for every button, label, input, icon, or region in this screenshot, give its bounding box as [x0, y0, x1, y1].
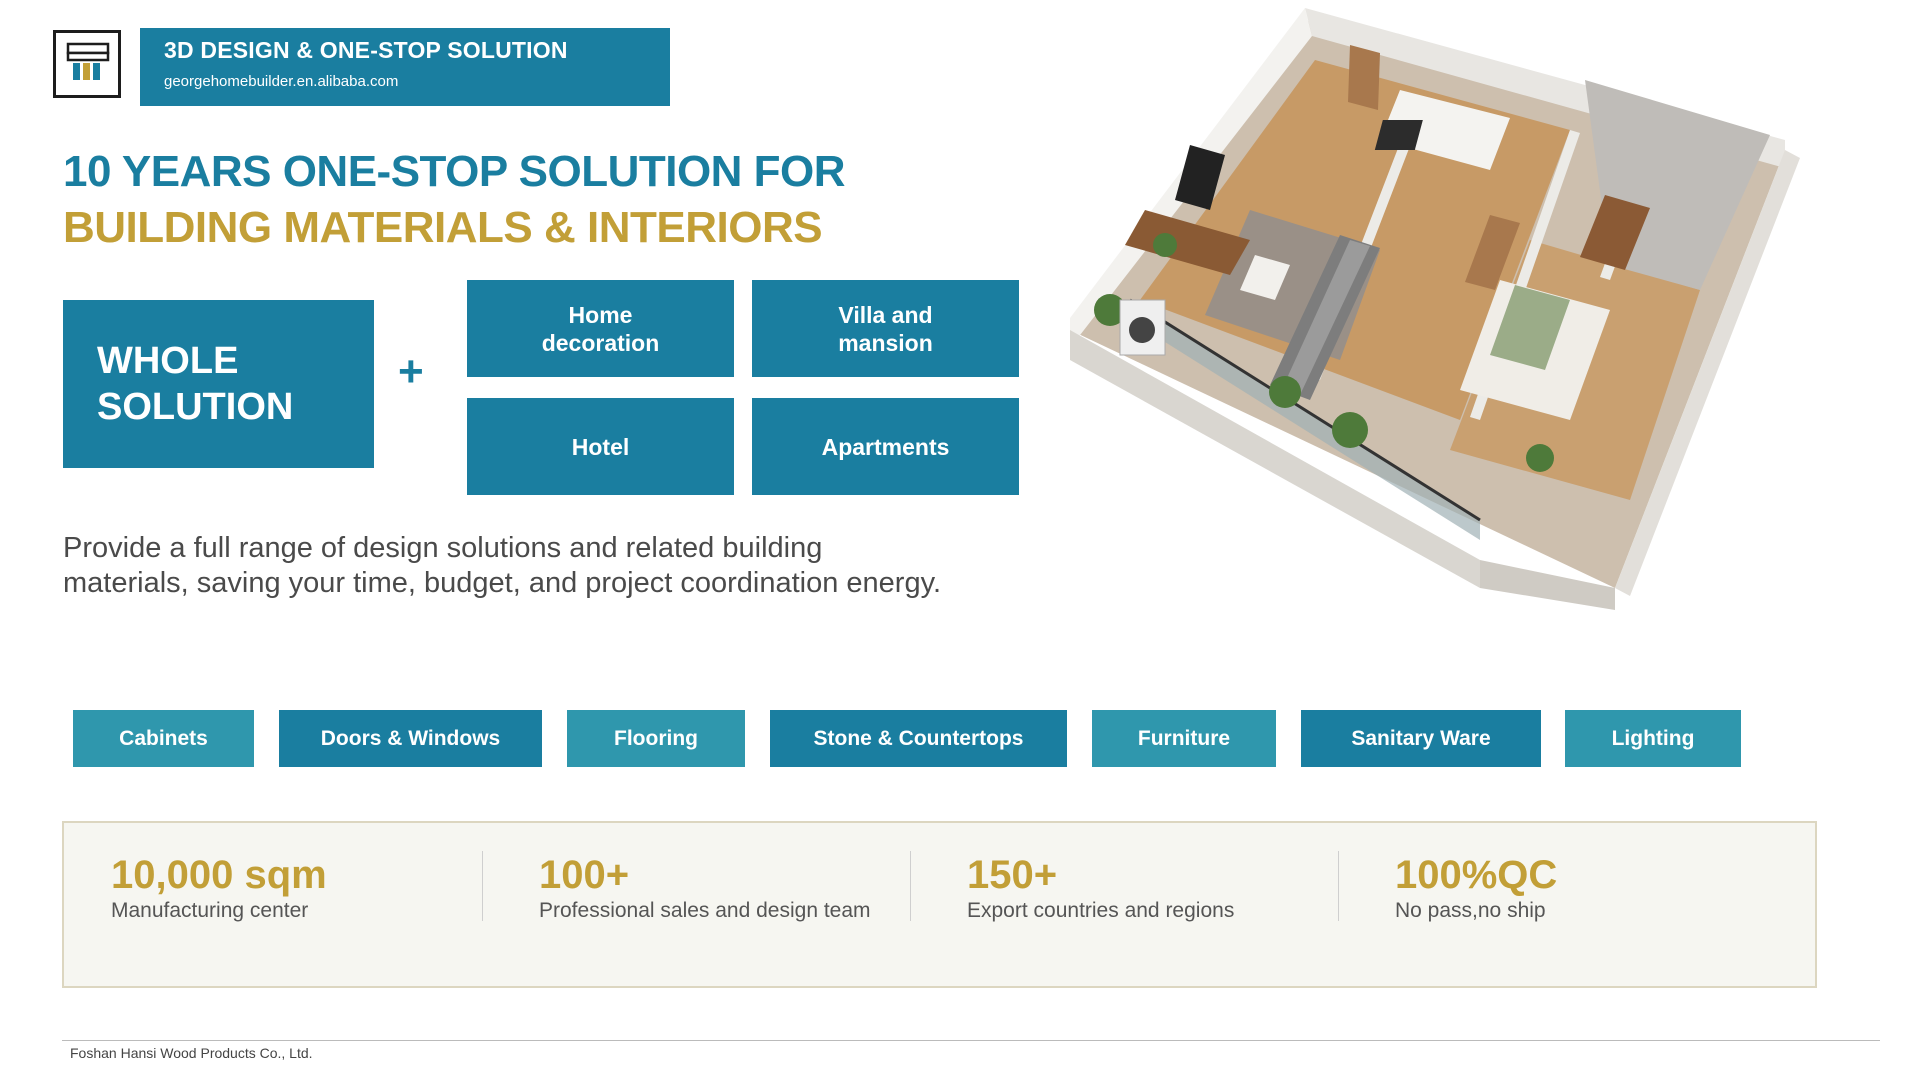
plus-icon: +: [398, 347, 424, 396]
product-tag-lighting[interactable]: Lighting: [1565, 710, 1741, 767]
headline-line-2: BUILDING MATERIALS & INTERIORS: [63, 203, 823, 252]
banner-title: 3D DESIGN & ONE-STOP SOLUTION: [164, 37, 568, 63]
apartment-3d-illustration: [1070, 8, 1800, 610]
product-tag-doors-windows[interactable]: Doors & Windows: [279, 710, 542, 767]
stat-label: Manufacturing center: [111, 899, 309, 922]
category-hotel[interactable]: Hotel: [467, 398, 734, 495]
category-label: Hotel: [571, 433, 630, 460]
header-banner: 3D DESIGN & ONE-STOP SOLUTION georgehome…: [140, 28, 670, 106]
stat-value: 100+: [539, 853, 630, 897]
product-tag-cabinets[interactable]: Cabinets: [73, 710, 254, 767]
stat-label: No pass,no ship: [1395, 899, 1546, 922]
product-tag-stone-countertops[interactable]: Stone & Countertops: [770, 710, 1067, 767]
stat-divider: [482, 851, 483, 921]
whole-solution-line-2: SOLUTION: [97, 386, 294, 428]
stat-divider: [1338, 851, 1339, 921]
building-logo-icon: [66, 42, 110, 80]
stat-value: 10,000 sqm: [111, 853, 327, 897]
category-label-line-1: Home: [568, 301, 633, 328]
stat-manufacturing: 10,000 sqm Manufacturing center: [111, 853, 327, 923]
stat-value: 100%QC: [1395, 853, 1558, 897]
whole-solution-box: WHOLE SOLUTION: [63, 300, 374, 468]
product-tag-label: Sanitary Ware: [1351, 726, 1491, 750]
whole-solution-line-1: WHOLE: [97, 340, 239, 382]
category-apartments[interactable]: Apartments: [752, 398, 1019, 495]
description-line-1: Provide a full range of design solutions…: [63, 532, 823, 564]
category-label-line-1: Villa and: [838, 301, 933, 328]
company-logo: [53, 30, 121, 98]
product-tag-label: Furniture: [1137, 726, 1231, 750]
product-tag-flooring[interactable]: Flooring: [567, 710, 745, 767]
stat-value: 150+: [967, 853, 1058, 897]
headline-line-1: 10 YEARS ONE-STOP SOLUTION FOR: [63, 147, 846, 196]
product-tag-label: Cabinets: [119, 726, 208, 750]
product-tag-furniture[interactable]: Furniture: [1092, 710, 1276, 767]
stat-label: Export countries and regions: [967, 899, 1235, 922]
stat-divider: [910, 851, 911, 921]
category-villa-mansion[interactable]: Villa and mansion: [752, 280, 1019, 377]
banner-url[interactable]: georgehomebuilder.en.alibaba.com: [164, 73, 399, 90]
footer-divider: [62, 1040, 1880, 1041]
stat-team: 100+ Professional sales and design team: [539, 853, 871, 923]
product-tag-label: Lighting: [1611, 726, 1695, 750]
description-line-2: materials, saving your time, budget, and…: [63, 567, 942, 599]
product-tag-label: Stone & Countertops: [813, 726, 1024, 750]
product-tag-label: Doors & Windows: [320, 726, 501, 750]
category-label-line-2: decoration: [541, 329, 660, 356]
stat-qc: 100%QC No pass,no ship: [1395, 853, 1557, 923]
footer-company: Foshan Hansi Wood Products Co., Ltd.: [70, 1045, 313, 1061]
stat-label: Professional sales and design team: [539, 899, 871, 922]
stats-panel: 10,000 sqm Manufacturing center 100+ Pro…: [62, 821, 1817, 988]
category-home-decoration[interactable]: Home decoration: [467, 280, 734, 377]
stat-export: 150+ Export countries and regions: [967, 853, 1234, 923]
category-label: Apartments: [821, 433, 950, 460]
product-tag-sanitary-ware[interactable]: Sanitary Ware: [1301, 710, 1541, 767]
category-label-line-2: mansion: [838, 329, 933, 356]
description: Provide a full range of design solutions…: [63, 531, 1023, 601]
product-tag-label: Flooring: [614, 726, 698, 750]
